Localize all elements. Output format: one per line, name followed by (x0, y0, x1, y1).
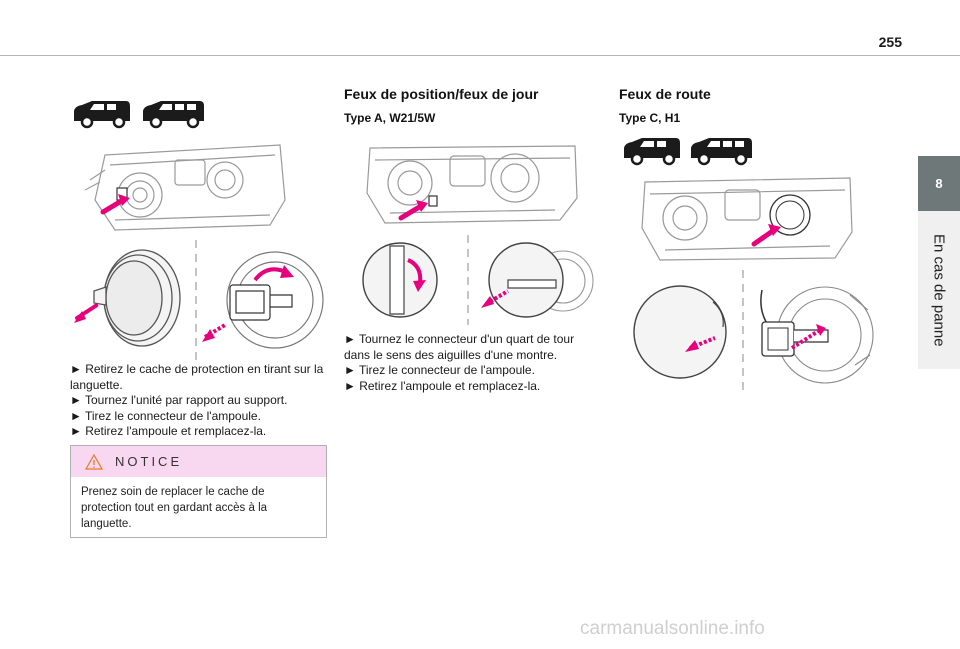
chapter-title-text: En cas de panne (930, 233, 948, 347)
divider-dashed-right (742, 270, 744, 390)
connector-rotate-illustration (362, 242, 438, 318)
van-long-icon (143, 101, 204, 129)
right-heading: Feux de route (619, 86, 711, 102)
cap-illustration-left (74, 249, 181, 347)
middle-step-line: ► Retirez l'ampoule et remplacez-la. (344, 378, 541, 393)
middle-steps: ► Tournez le connecteur d'un quart de to… (344, 332, 594, 394)
notice-line: protection tout en gardant accès à la (81, 502, 268, 514)
page-number: 255 (878, 34, 902, 50)
middle-heading: Feux de position/feux de jour (344, 86, 539, 102)
middle-step-line: dans le sens des aiguilles d'une montre. (344, 347, 558, 362)
chapter-strip (918, 211, 960, 369)
notice-title: NOTICE (115, 454, 183, 469)
notice-line: Prenez soin de replacer le cache de (81, 486, 265, 498)
middle-step-line: ► Tirez le connecteur de l'ampoule. (344, 363, 535, 377)
notice-box: NOTICE Prenez soin de replacer le cache … (70, 445, 327, 538)
left-steps: ► Retirez le cache de protection en tira… (70, 362, 332, 440)
right-subheading: Type C, H1 (619, 111, 681, 125)
left-step-line: ► Tirez le connecteur de l'ampoule. (70, 408, 261, 423)
watermark: carmanualsonline.info (580, 618, 765, 639)
left-step-line: ► Tournez l'unité par rapport au support… (70, 393, 288, 407)
divider-dashed-left (195, 240, 197, 360)
connector-illustration-right (760, 286, 874, 384)
left-step-line: ► Retirez le cache de protection en tira… (70, 362, 324, 376)
headlamp-illustration-left (85, 144, 286, 231)
headlamp-illustration-middle (366, 145, 578, 224)
connector-illustration-left (202, 251, 324, 349)
cap-illustration-right (633, 285, 727, 379)
left-step-line: languette. (70, 377, 123, 392)
notice-text: Prenez soin de replacer le cache de prot… (71, 477, 326, 539)
notice-line: languette. (81, 518, 132, 530)
chapter-title: En cas de panne (918, 211, 960, 369)
middle-step-line: ► Tournez le connecteur d'un quart de to… (344, 332, 575, 346)
vehicle-icons-left (74, 101, 204, 129)
headlamp-illustration-right (641, 177, 853, 261)
chapter-tab[interactable]: 8 (918, 156, 960, 211)
van-long-icon (691, 138, 752, 166)
warning-triangle-icon (85, 453, 103, 470)
van-short-icon (624, 138, 680, 166)
left-step-line: ► Retirez l'ampoule et remplacez-la. (70, 424, 267, 438)
middle-subheading: Type A, W21/5W (344, 111, 436, 125)
notice-header: NOTICE (71, 446, 326, 477)
top-rule (0, 55, 960, 56)
van-short-icon (74, 101, 130, 129)
divider-dashed-middle (467, 235, 469, 325)
bulb-removal-illustration-middle (481, 242, 594, 318)
vehicle-icons-right (624, 138, 752, 166)
